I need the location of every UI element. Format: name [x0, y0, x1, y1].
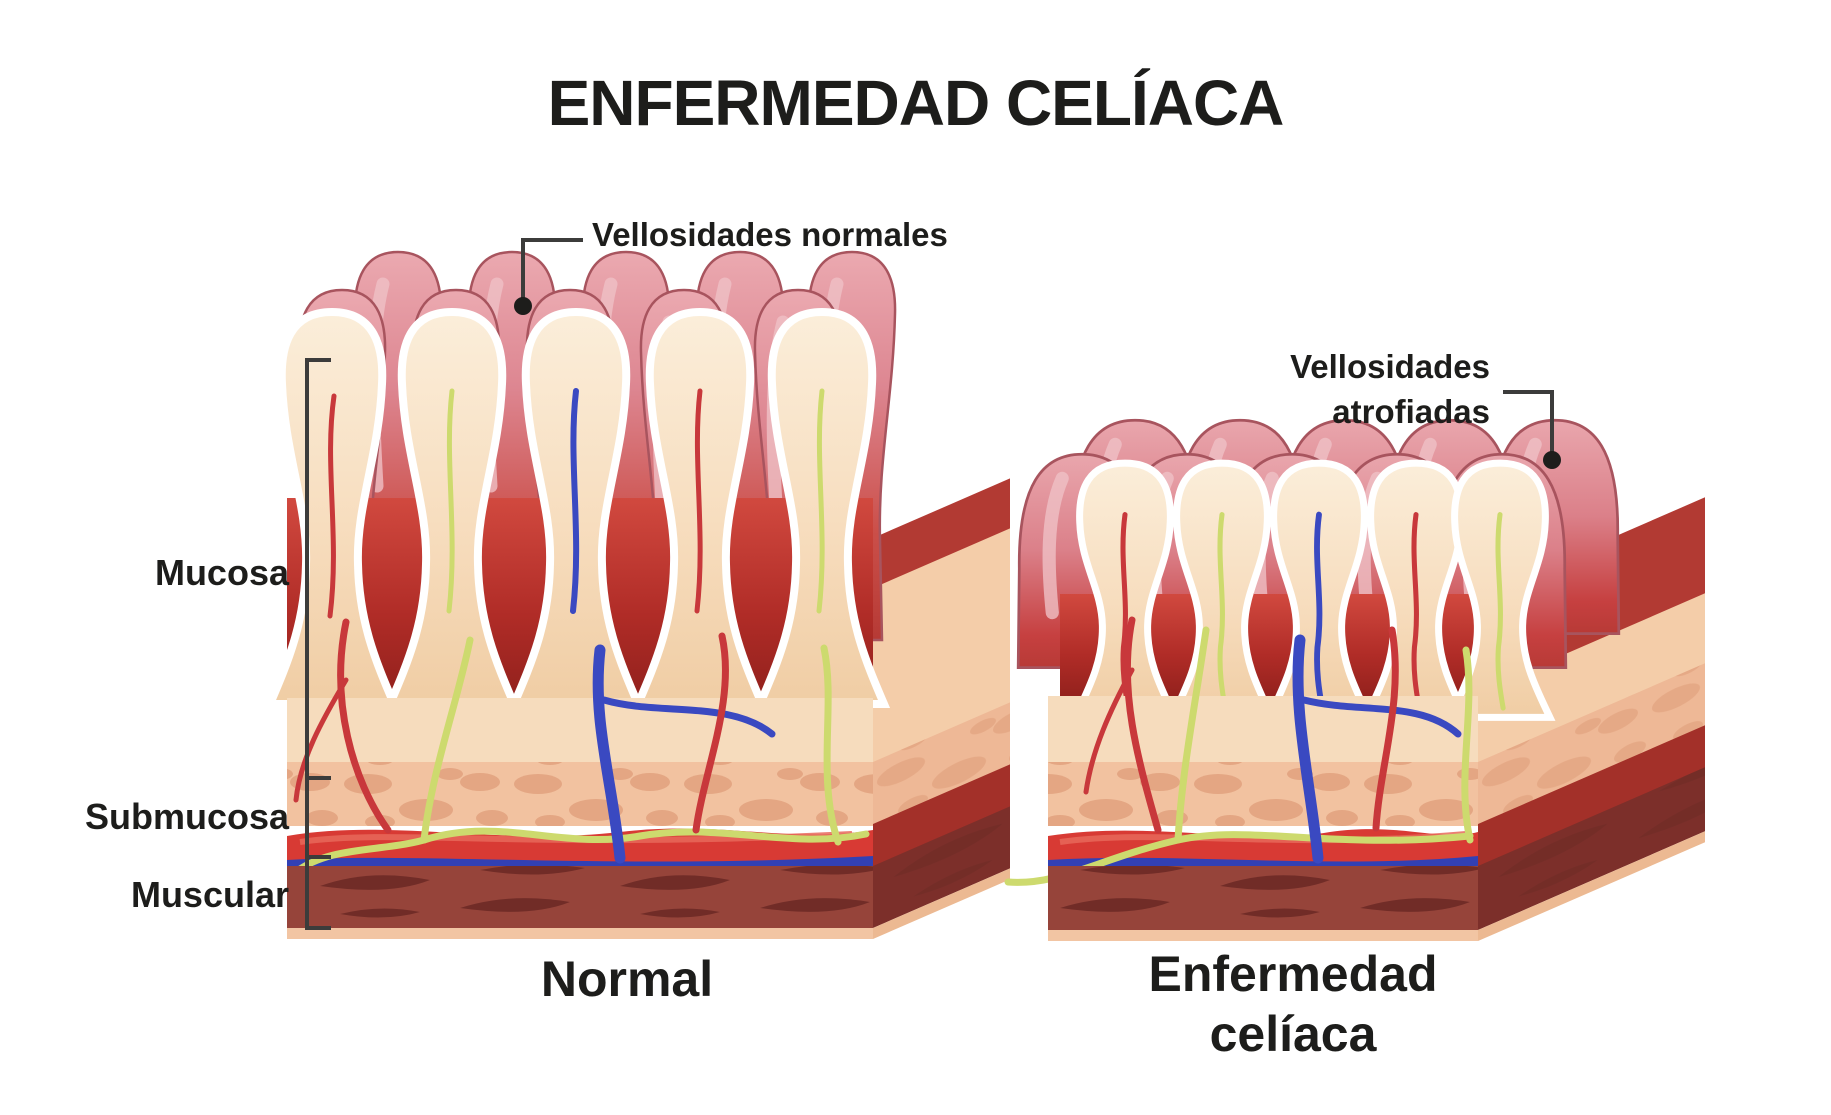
- normal-tissue-block: [270, 252, 1010, 939]
- normal-caption: Normal: [540, 951, 714, 1007]
- normal-villi-leader-dot: [514, 297, 532, 315]
- block-bottom-edge: [287, 928, 873, 939]
- layer-bracket: [305, 358, 331, 930]
- normal-front-villi: [270, 312, 884, 704]
- mucosa-layer: [1048, 696, 1478, 768]
- mucosa-layer-label: Mucosa: [154, 552, 289, 593]
- normal-front-face-layers: [287, 618, 873, 939]
- diagram-title: ENFERMEDAD CELÍACA: [547, 67, 1285, 139]
- atrophied-villi-leader-dot: [1543, 451, 1561, 469]
- muscular-layer-label: Muscular: [130, 874, 289, 915]
- normal-villi-label: Vellosidades normales: [592, 216, 948, 253]
- celiac-tissue-block: [1004, 420, 1705, 941]
- normal-vessel-network: [292, 618, 870, 876]
- celiac-front-villi: [1075, 463, 1550, 717]
- atrophied-villi-label: Vellosidades atrofiadas: [1290, 348, 1490, 430]
- annotation-lines: [305, 238, 1554, 930]
- mucosa-layer: [287, 698, 873, 768]
- celiac-front-face-layers: [1004, 616, 1478, 941]
- submucosa-layer-label: Submucosa: [84, 796, 289, 837]
- celiac-caption: Enfermedad celíaca: [1148, 946, 1438, 1062]
- normal-block-side-face: [873, 478, 1010, 939]
- atrophied-villi-leader-line: [1503, 390, 1554, 454]
- block-bottom-edge: [1048, 930, 1478, 941]
- normal-villi-leader-line: [521, 238, 583, 300]
